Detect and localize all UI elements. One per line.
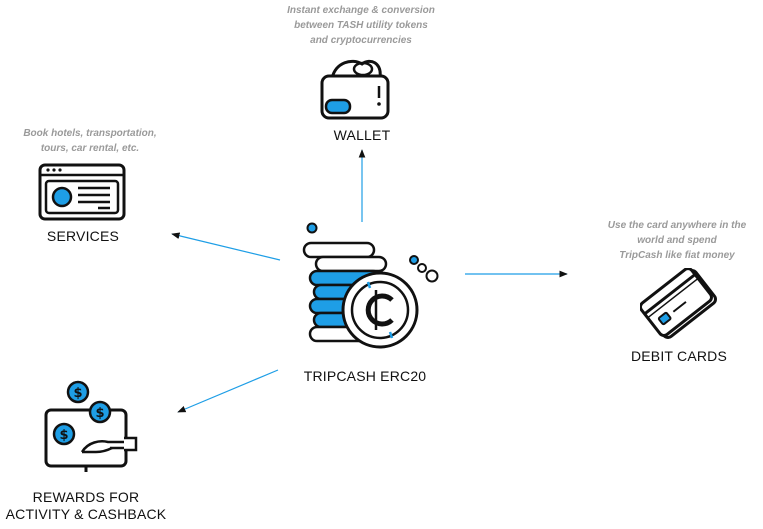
debit-cards-description: Use the card anywhere in the world and s…	[607, 220, 747, 261]
rewards-label: REWARDS FOR ACTIVITY & CASHBACK	[5, 489, 167, 522]
svg-text:$: $	[59, 428, 68, 443]
browser-window-icon	[38, 163, 126, 221]
svg-text:$: $	[73, 386, 82, 401]
center-label: TRIPCASH ERC20	[303, 368, 427, 384]
services-description: Book hotels, transportation, tours, car …	[23, 128, 157, 154]
svg-text:$: $	[95, 406, 104, 421]
wallet-description: Instant exchange & conversion between TA…	[287, 5, 435, 46]
debit-cards-label: DEBIT CARDS	[630, 348, 728, 364]
arrow-to-services	[171, 232, 281, 261]
wallet-icon	[320, 59, 390, 120]
arrow-to-rewards	[177, 369, 279, 413]
credit-card-icon	[640, 268, 718, 339]
tripcash-coin-stack-icon	[302, 222, 439, 349]
wallet-label: WALLET	[333, 127, 391, 143]
rewards-monitor-coins-icon: $ $ $	[44, 380, 138, 472]
services-label: SERVICES	[46, 228, 120, 244]
